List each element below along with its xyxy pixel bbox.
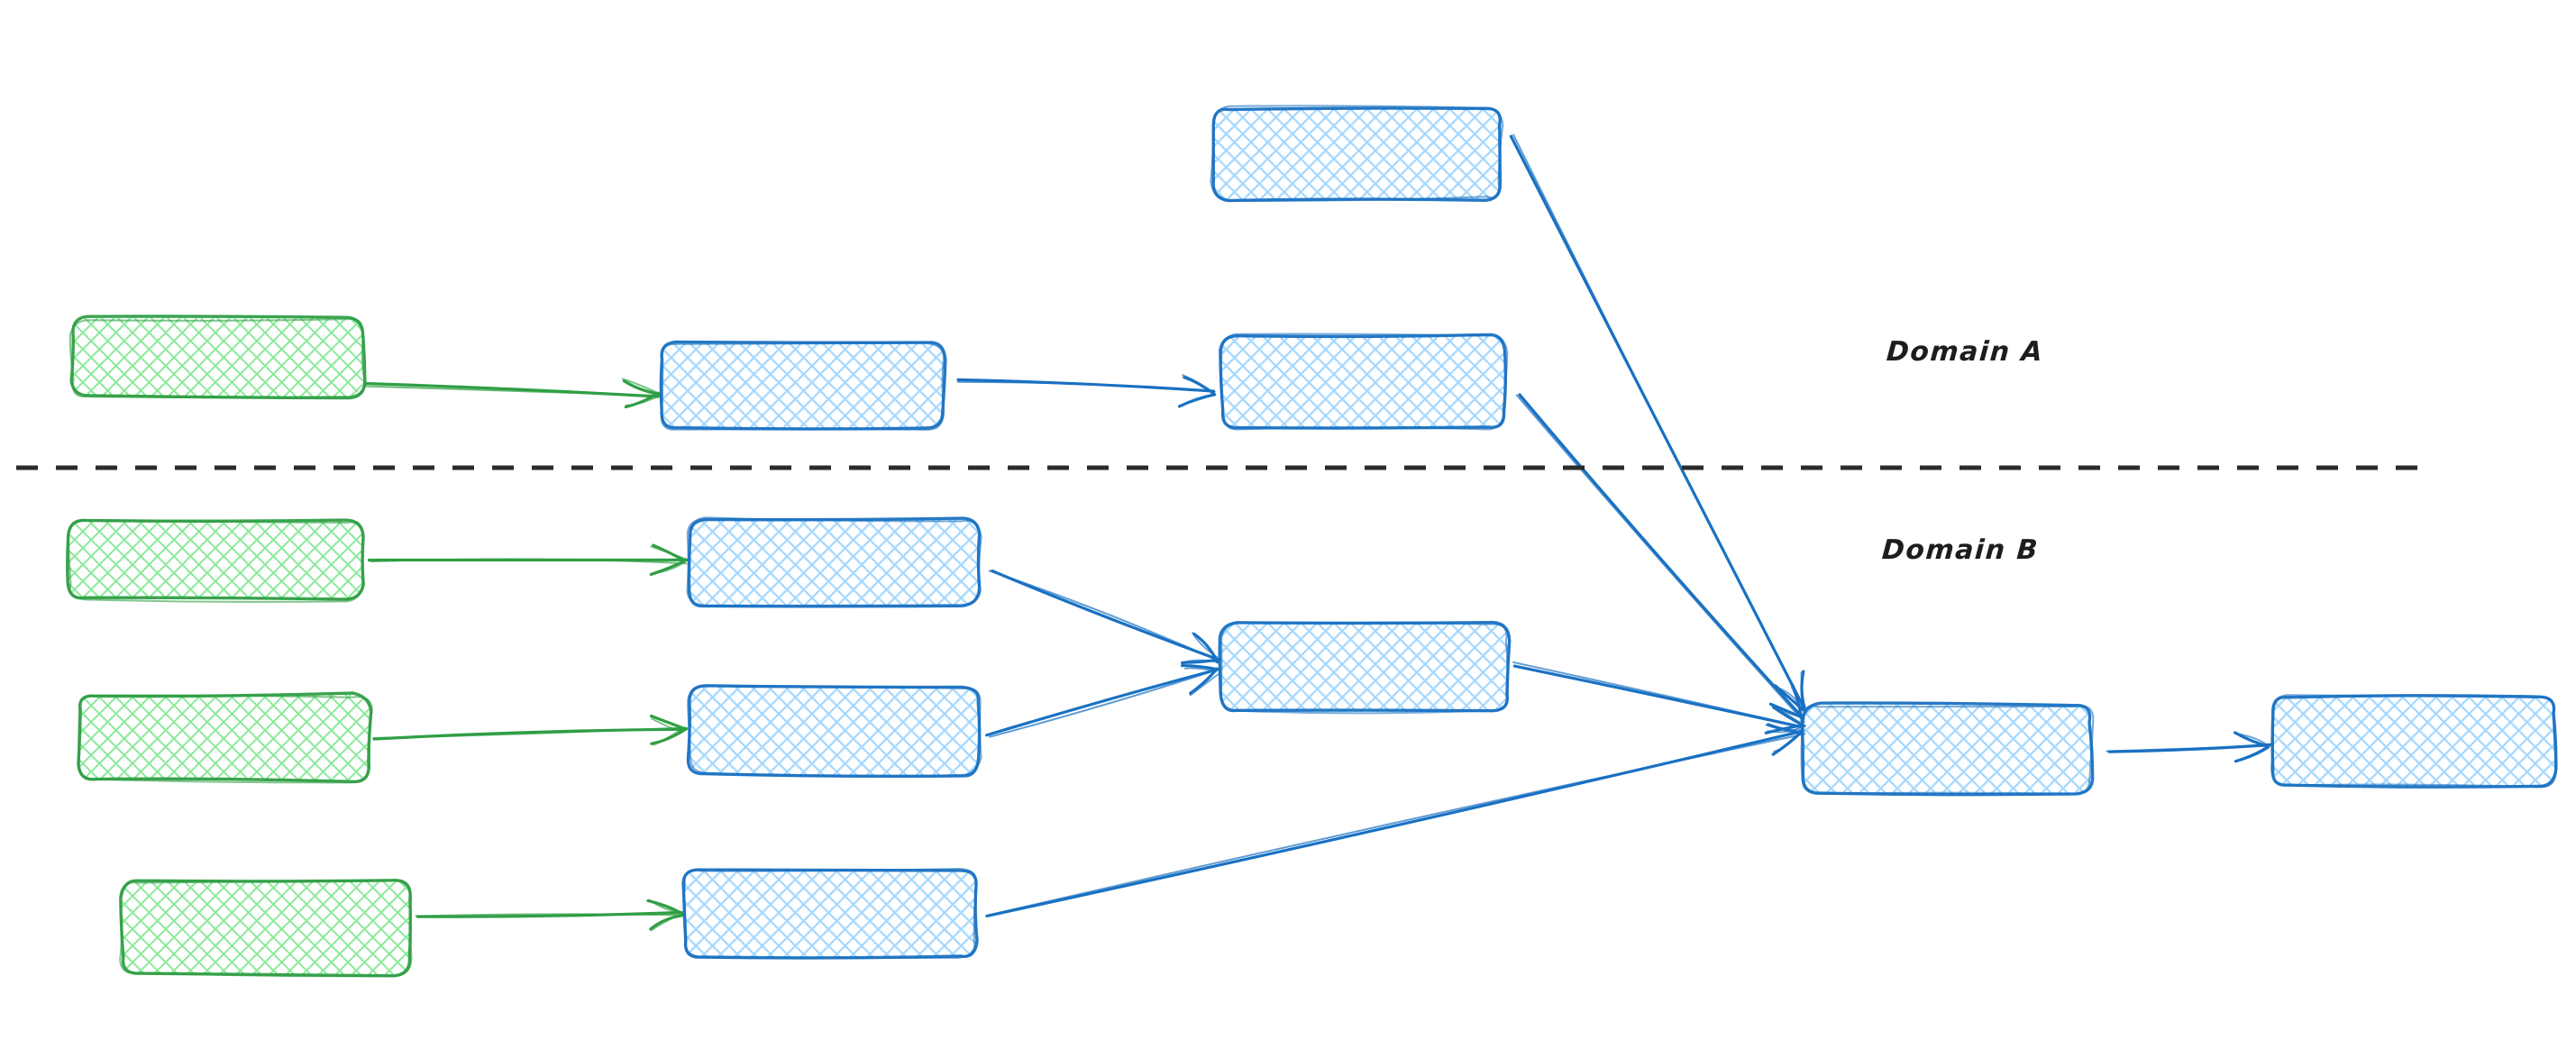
edge-arrowhead [1189,671,1221,697]
node-a-mid-1[interactable] [659,340,947,431]
edge-shaft [986,733,1805,917]
edge-arrowhead [650,545,687,561]
edge-arrowhead [650,911,686,932]
edge-e1[interactable] [362,378,662,409]
node-outline [1210,105,1504,203]
node-outline [682,868,978,959]
edge-arrowhead [622,379,662,397]
edge-e12[interactable] [2106,731,2273,763]
node-outline [1211,106,1503,203]
node-fill [689,519,979,606]
node-outline [119,879,413,978]
edge-shaft [362,385,656,397]
node-b-src-3[interactable] [119,879,413,978]
node-fill [685,869,976,957]
edge-e4[interactable] [1515,393,1805,724]
node-outline [1219,621,1509,715]
node-fill [1221,335,1505,428]
edge-arrowhead [1180,663,1219,671]
edge-shaft [1512,661,1802,727]
edge-arrowhead [653,726,685,746]
edge-arrowhead [647,898,681,913]
edge-shaft [416,910,683,918]
node-b-agg-1[interactable] [1218,620,1512,715]
edge-arrowhead [1183,659,1218,663]
node-a-src-1[interactable] [69,315,367,400]
edge-arrowhead [624,391,660,409]
edge-arrowhead [2234,743,2272,762]
node-b-src-1[interactable] [66,518,365,603]
node-outline [78,694,373,784]
node-fill [689,687,979,775]
node-fill [122,880,410,974]
edge-shaft [985,668,1219,737]
edge-shaft [2106,744,2270,753]
edge-shaft [989,668,1220,738]
edge-e2[interactable] [956,374,1217,408]
edge-arrowhead [621,378,661,395]
edge-e5[interactable] [367,543,689,576]
edge-arrowhead [1183,394,1215,406]
node-b-mid-2[interactable] [686,684,982,779]
edge-shaft [1515,394,1805,724]
domain-b-label: Domain B [1880,534,2041,566]
node-fill [72,318,363,397]
edge-e9[interactable] [985,663,1221,738]
node-fill [661,342,944,428]
node-outline [686,516,982,607]
node-outline [687,685,982,778]
edge-shaft [1518,393,1805,720]
edge-e3[interactable] [1509,133,1806,712]
node-outline [66,518,365,601]
edge-arrowhead [625,396,660,406]
edge-arrowhead [650,561,686,575]
edge-arrowhead [1192,632,1220,660]
node-fill [79,695,370,780]
edge-arrowhead [1182,374,1215,397]
node-b-mid-3[interactable] [681,868,979,960]
edge-shaft [370,558,688,565]
edge-shaft [1512,133,1805,709]
edge-arrowhead [2233,733,2269,746]
node-outline [660,342,945,431]
node-b-src-2[interactable] [77,691,373,784]
edge-e8[interactable] [988,569,1222,665]
edge-arrowhead [1775,686,1805,711]
domain-a-label: Domain A [1885,336,2045,368]
edge-shaft [988,570,1218,661]
edge-e11[interactable] [985,723,1806,918]
node-outline [687,516,982,608]
edge-arrowhead [1800,670,1806,710]
edge-e6[interactable] [372,714,689,746]
node-outline [2270,694,2557,789]
node-fill [2271,696,2555,786]
edge-shaft [415,913,681,917]
edge-e7[interactable] [415,898,686,932]
edge-arrowhead [649,913,685,931]
edge-arrowhead [1183,667,1218,672]
edge-shaft [372,726,686,739]
node-outline [1800,705,2095,795]
node-a-top-1[interactable] [1210,105,1504,203]
node-fill [69,521,362,599]
node-b-mid-1[interactable] [686,516,982,608]
edges-layer [362,133,2273,932]
edge-arrowhead [650,726,689,745]
node-outline [69,317,366,399]
edge-shaft [956,380,1216,393]
edge-arrowhead [1767,725,1803,734]
edge-arrowhead [1189,667,1219,695]
node-fill [1221,624,1508,712]
node-b-out-1[interactable] [2270,694,2558,789]
node-a-right-1[interactable] [1219,333,1509,431]
edge-arrowhead [1773,729,1802,753]
node-b-agg-2[interactable] [1800,701,2095,797]
edge-shaft [1512,664,1804,729]
node-outline [1219,333,1509,431]
nodes-layer [66,105,2558,978]
node-outline [68,518,365,603]
node-fill [1212,108,1501,199]
edge-arrowhead [1772,703,1804,725]
node-fill [1803,705,2091,794]
